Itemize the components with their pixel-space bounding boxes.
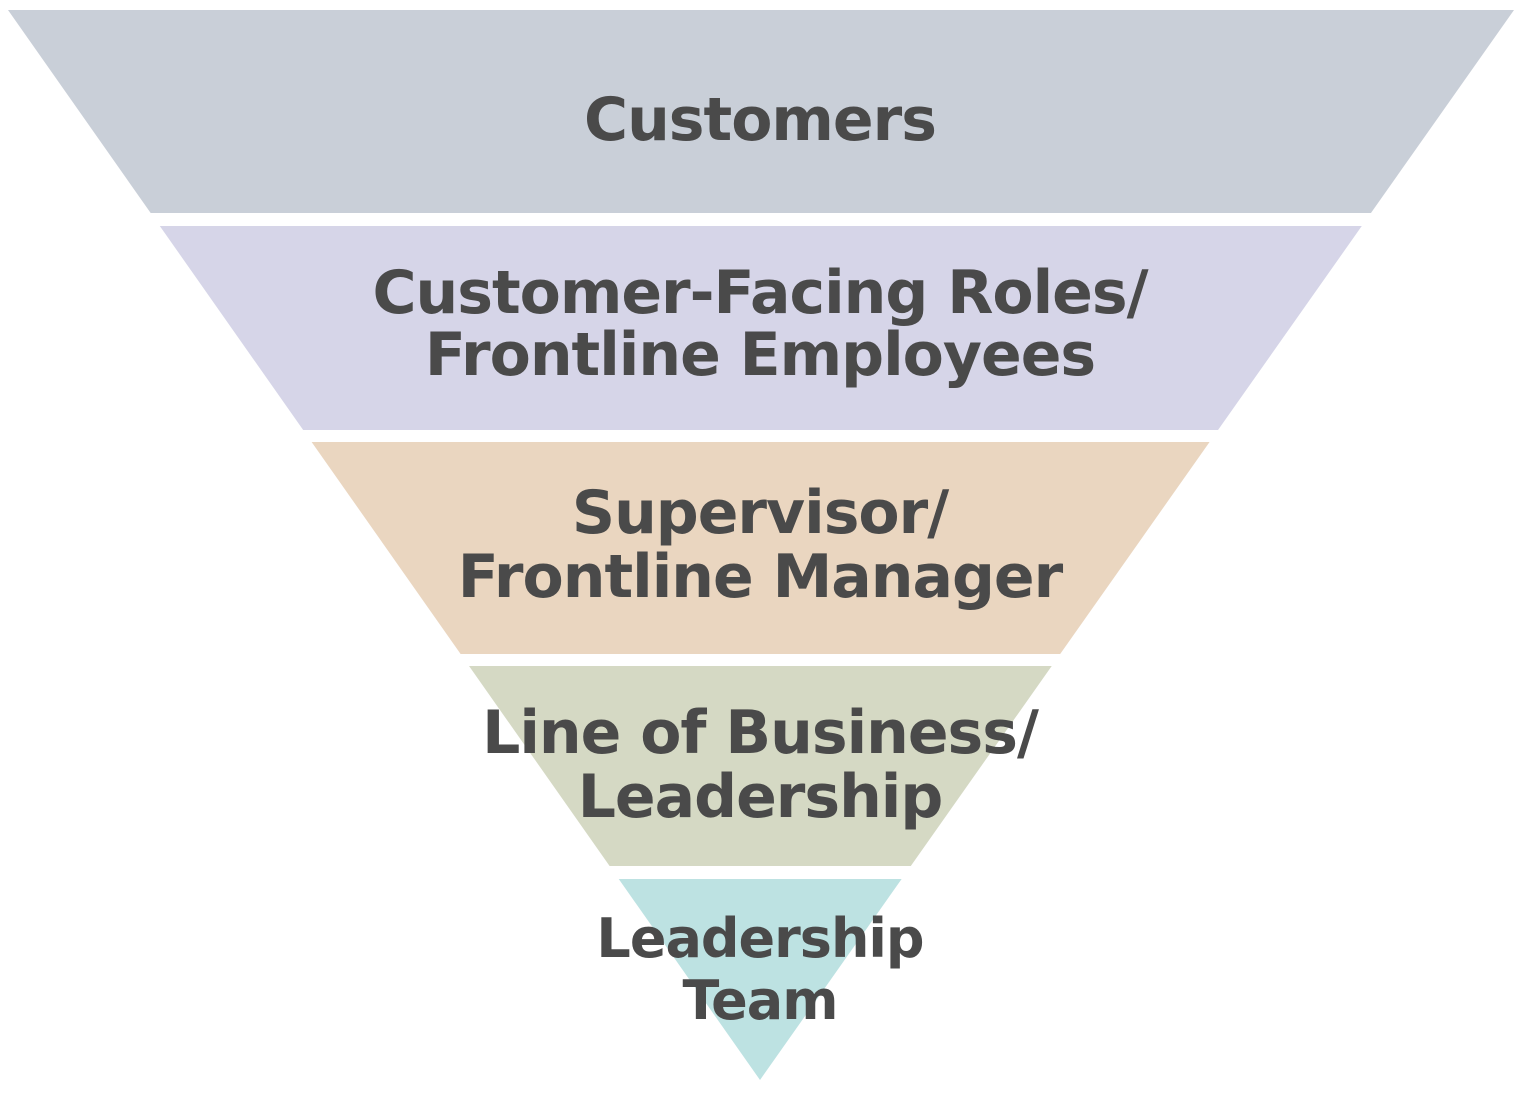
tier-label-frontline-employees: Frontline Employees xyxy=(425,320,1095,390)
tier-label-frontline-manager: Frontline Manager xyxy=(458,542,1064,612)
tier-label-frontline-manager: Supervisor/ xyxy=(572,478,949,548)
tier-label-frontline-employees: Customer-Facing Roles/ xyxy=(372,258,1148,328)
tier-label-line-of-business: Line of Business/ xyxy=(482,698,1039,768)
tier-label-line-of-business: Leadership xyxy=(578,762,943,832)
tier-frontline-employees: Customer-Facing Roles/Frontline Employee… xyxy=(159,226,1362,430)
tier-shape-frontline-employees xyxy=(159,226,1362,430)
tier-frontline-manager: Supervisor/Frontline Manager xyxy=(311,442,1210,654)
tier-shape-leadership-team xyxy=(618,879,902,1080)
tier-customers: Customers xyxy=(8,10,1514,213)
tier-line-of-business: Line of Business/Leadership xyxy=(469,666,1052,866)
tier-label-customers: Customers xyxy=(584,85,936,155)
tier-shape-frontline-manager xyxy=(311,442,1210,654)
tier-label-leadership-team: Team xyxy=(683,969,838,1032)
tier-shape-line-of-business xyxy=(469,666,1052,866)
tier-label-leadership-team: Leadership xyxy=(596,907,923,970)
tier-shape-customers xyxy=(8,10,1514,213)
